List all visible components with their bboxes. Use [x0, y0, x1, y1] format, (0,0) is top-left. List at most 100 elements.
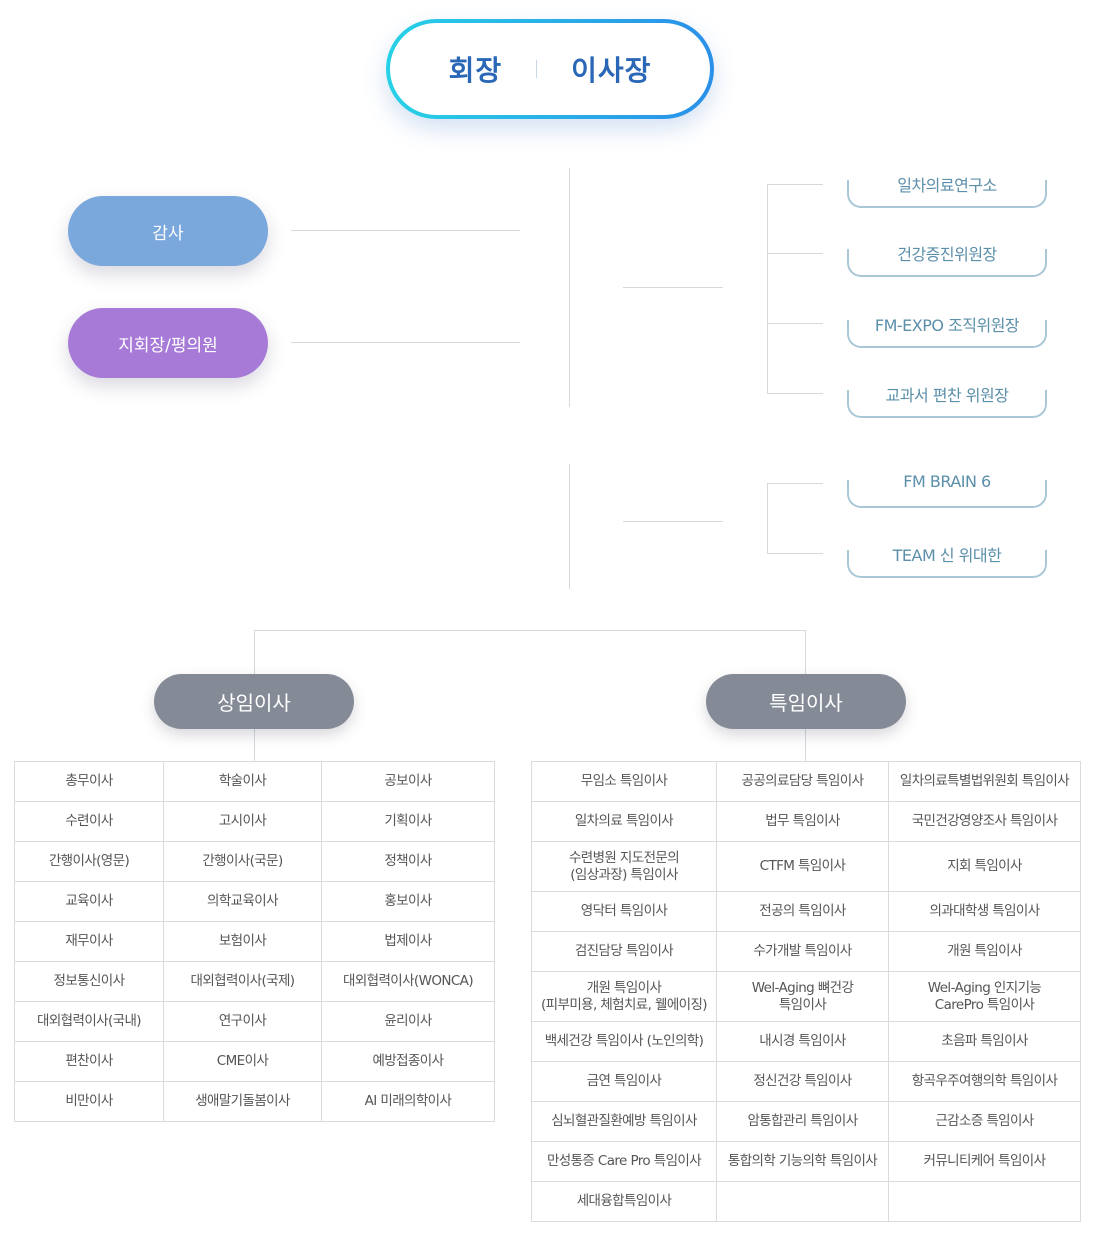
table-cell: Wel-Aging 인지기능 CarePro 특임이사 [888, 971, 1081, 1022]
table-cell: 공공의료담당 특임이사 [716, 761, 889, 802]
table-cell: 총무이사 [14, 761, 164, 802]
table-cell: AI 미래의학이사 [321, 1081, 495, 1122]
fm-brain-box: FM BRAIN 6 [847, 472, 1047, 508]
group1-branch-3 [767, 323, 823, 324]
team-box: TEAM 신 위대한 [847, 542, 1047, 578]
group1-bracket-vertical [767, 184, 768, 393]
bottom-horizontal-connector [254, 630, 806, 631]
group1-branch-2 [767, 253, 823, 254]
sangim-table-line [254, 729, 255, 761]
table-cell: 의학교육이사 [163, 881, 322, 922]
main-vertical-line-lower [569, 464, 570, 589]
table-cell: 일차의료특별법위원회 특임이사 [888, 761, 1081, 802]
table-cell: 세대융합특임이사 [531, 1181, 717, 1222]
table-cell: 대외협력이사(국제) [163, 961, 322, 1002]
table-cell: 대외협력이사(국내) [14, 1001, 164, 1042]
table-cell: 국민건강영양조사 특임이사 [888, 801, 1081, 842]
table-cell: 개원 특임이사 [888, 931, 1081, 972]
table-cell: 의과대학생 특임이사 [888, 891, 1081, 932]
table-cell: 금연 특임이사 [531, 1061, 717, 1102]
table-cell: 비만이사 [14, 1081, 164, 1122]
group1-branch-4 [767, 393, 823, 394]
group2-branch-2 [767, 553, 823, 554]
chairman-label: 회장 [448, 54, 503, 87]
audit-connector [291, 230, 520, 231]
table-cell: 백세건강 특임이사 (노인의학) [531, 1021, 717, 1062]
table-cell: 초음파 특임이사 [888, 1021, 1081, 1062]
table-cell [888, 1181, 1081, 1222]
table-cell: 개원 특임이사 (피부미용, 체험치료, 웰에이징) [531, 971, 717, 1022]
table-cell: 윤리이사 [321, 1001, 495, 1042]
table-cell: 영닥터 특임이사 [531, 891, 717, 932]
health-promotion-committee-box: 건강증진위원장 [847, 241, 1047, 277]
table-cell: 정신건강 특임이사 [716, 1061, 889, 1102]
table-cell: 고시이사 [163, 801, 322, 842]
table-cell: 간행이사(영문) [14, 841, 164, 882]
table-cell: 수련이사 [14, 801, 164, 842]
table-cell: 만성통증 Care Pro 특임이사 [531, 1141, 717, 1182]
table-cell: 수련병원 지도전문의 (임상과장) 특임이사 [531, 841, 717, 892]
table-cell: CME이사 [163, 1041, 322, 1082]
fm-expo-committee-box: FM-EXPO 조직위원장 [847, 312, 1047, 348]
branch-connector [291, 342, 520, 343]
table-cell: 검진담당 특임이사 [531, 931, 717, 972]
table-row: 간행이사(영문)간행이사(국문)정책이사 [14, 841, 495, 882]
top-header-pill: 회장 이사장 [386, 19, 714, 119]
table-row: 개원 특임이사 (피부미용, 체험치료, 웰에이징)Wel-Aging 뼈건강 … [531, 971, 1081, 1022]
table-cell: CTFM 특임이사 [716, 841, 889, 892]
table-cell: 정보통신이사 [14, 961, 164, 1002]
board-chair-label: 이사장 [571, 54, 652, 87]
table-cell: 무임소 특임이사 [531, 761, 717, 802]
table-cell: 전공의 특임이사 [716, 891, 889, 932]
main-vertical-line-upper [569, 168, 570, 407]
table-cell: 지회 특임이사 [888, 841, 1081, 892]
table-cell: 보험이사 [163, 921, 322, 962]
sangim-drop-line [254, 630, 255, 674]
group1-branch-1 [767, 184, 823, 185]
table-cell: 편찬이사 [14, 1041, 164, 1082]
standing-directors-pill: 상임이사 [154, 674, 354, 729]
table-cell: 내시경 특임이사 [716, 1021, 889, 1062]
audit-pill: 감사 [68, 196, 268, 266]
table-cell: 예방접종이사 [321, 1041, 495, 1082]
table-cell: 법제이사 [321, 921, 495, 962]
table-cell: 학술이사 [163, 761, 322, 802]
table-cell: 커뮤니티케어 특임이사 [888, 1141, 1081, 1182]
table-cell: 교육이사 [14, 881, 164, 922]
table-cell: 대외협력이사(WONCA) [321, 961, 495, 1002]
table-cell: 일차의료 특임이사 [531, 801, 717, 842]
table-cell: 생애말기돌봄이사 [163, 1081, 322, 1122]
table-cell: Wel-Aging 뼈건강 특임이사 [716, 971, 889, 1022]
special-directors-pill: 특임이사 [706, 674, 906, 729]
primary-care-institute-box: 일차의료연구소 [847, 172, 1047, 208]
header-divider [536, 60, 538, 78]
table-cell: 통합의학 기능의학 특임이사 [716, 1141, 889, 1182]
group2-branch-1 [767, 483, 823, 484]
group2-connector [623, 521, 723, 522]
group2-bracket-vertical [767, 483, 768, 553]
branch-council-pill: 지회장/평의원 [68, 308, 268, 378]
group1-connector [623, 287, 723, 288]
table-cell: 암통합관리 특임이사 [716, 1101, 889, 1142]
teukim-table-line [805, 729, 806, 761]
table-cell: 기획이사 [321, 801, 495, 842]
table-cell: 항곡우주여행의학 특임이사 [888, 1061, 1081, 1102]
table-cell: 연구이사 [163, 1001, 322, 1042]
textbook-committee-box: 교과서 편찬 위원장 [847, 382, 1047, 418]
